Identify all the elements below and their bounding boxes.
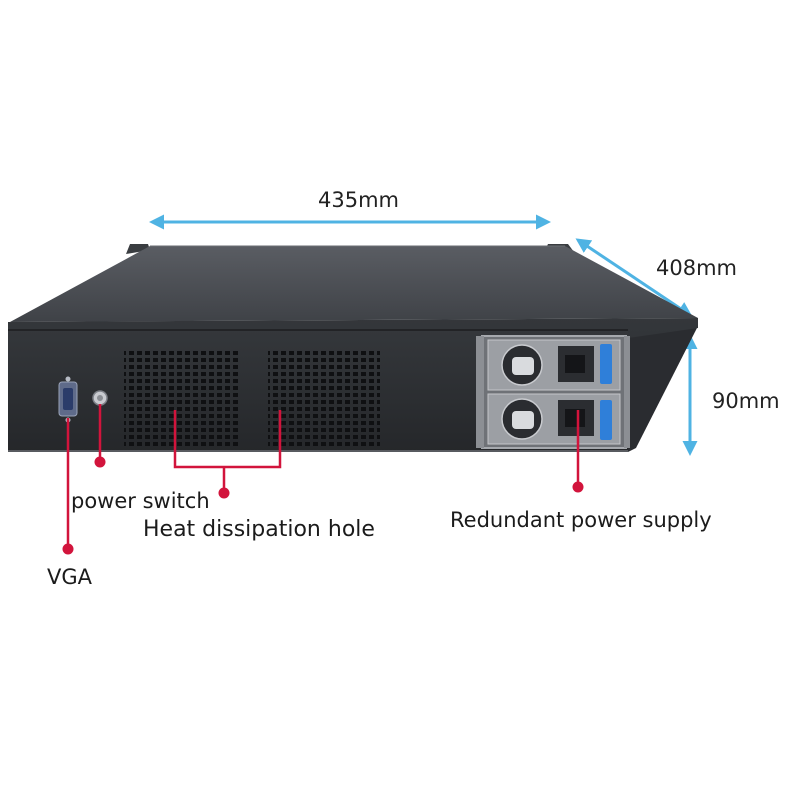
depth-dimension-arrow bbox=[575, 238, 693, 317]
depth-dimension-label: 408mm bbox=[656, 256, 737, 280]
heat-dissipation-vents bbox=[124, 350, 380, 446]
chassis-top bbox=[10, 246, 698, 322]
vga-port bbox=[58, 376, 78, 423]
vga-label: VGA bbox=[47, 565, 93, 589]
server-chassis bbox=[8, 244, 698, 452]
callout-power-switch bbox=[94, 404, 106, 468]
psu-module-top bbox=[487, 339, 621, 391]
mounting-tab-left bbox=[126, 244, 150, 254]
power-switch-label: power switch bbox=[71, 489, 210, 513]
callout-vga bbox=[62, 418, 74, 555]
callout-redundant-psu bbox=[572, 410, 584, 493]
height-dimension-label: 90mm bbox=[712, 389, 780, 413]
psu-release-tab-top bbox=[600, 344, 612, 384]
callout-heat-dissipation bbox=[173, 410, 282, 499]
redundant-psu-bay bbox=[476, 335, 630, 449]
power-switch bbox=[92, 390, 108, 406]
psu-release-tab-bottom bbox=[600, 400, 612, 440]
chassis-right-side bbox=[628, 318, 698, 452]
heat-dissipation-label: Heat dissipation hole bbox=[143, 517, 375, 542]
psu-module-bottom bbox=[487, 393, 621, 445]
width-dimension-label: 435mm bbox=[318, 188, 399, 212]
redundant-psu-label: Redundant power supply bbox=[450, 508, 712, 532]
